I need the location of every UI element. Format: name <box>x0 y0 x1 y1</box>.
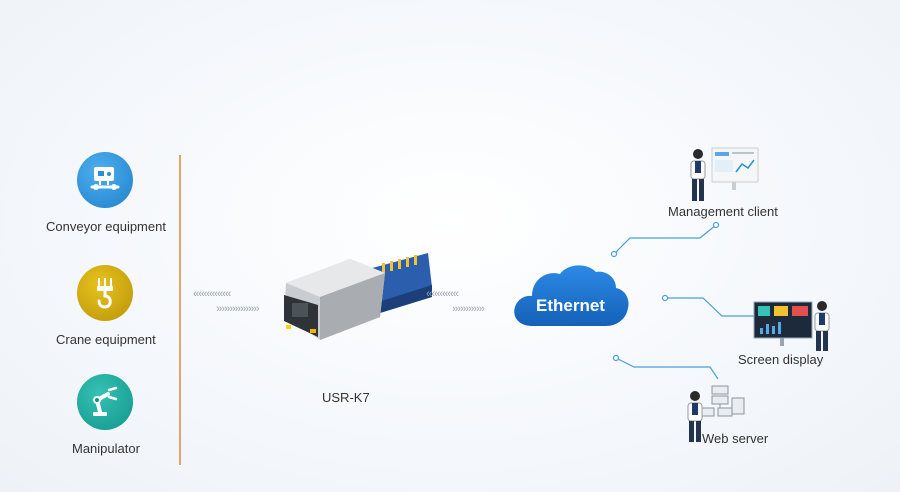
network-connector-lines <box>610 221 762 380</box>
manipulator-icon <box>77 374 133 430</box>
flow-arrows-out-left: ›››››››››››››››› <box>216 303 260 315</box>
management-client-label: Management client <box>668 204 778 219</box>
flow-arrows-in-right: ‹‹‹‹‹‹‹‹‹‹‹‹ <box>426 288 459 300</box>
flow-arrows-in-left: ‹‹‹‹‹‹‹‹‹‹‹‹‹‹ <box>193 288 231 300</box>
screen-display-illustration <box>753 301 830 351</box>
ethernet-label: Ethernet <box>536 296 605 315</box>
management-client-illustration <box>690 147 759 201</box>
usr-k7-label: USR-K7 <box>322 390 370 405</box>
conveyor-equipment-label: Conveyor equipment <box>46 219 166 234</box>
usr-k7-module-image <box>284 253 432 340</box>
manipulator-label: Manipulator <box>72 441 140 456</box>
flow-arrows-out-right: ›››››››››››› <box>452 303 485 315</box>
screen-display-label: Screen display <box>738 352 824 367</box>
crane-equipment-label: Crane equipment <box>56 332 156 347</box>
ethernet-cloud-icon <box>514 265 629 326</box>
crane-equipment-icon <box>77 265 133 321</box>
device-divider <box>179 155 181 465</box>
web-server-label: Web server <box>702 431 769 446</box>
conveyor-equipment-icon <box>77 152 133 208</box>
web-server-illustration <box>687 385 745 442</box>
